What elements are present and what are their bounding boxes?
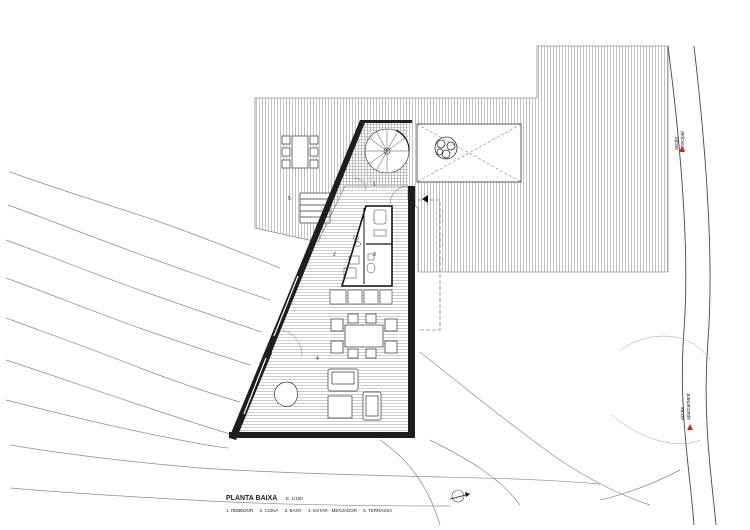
windows [243, 275, 299, 415]
access-parking: accés aparcament [680, 393, 692, 420]
storage-cabinets [329, 289, 393, 305]
access-main: accés principal [674, 131, 686, 150]
access-main-line2: principal [680, 131, 686, 150]
north-arrow-icon [449, 489, 471, 503]
road [611, 45, 717, 526]
room-number-cuina: 2 [333, 252, 336, 258]
access-parking-line1: accés [680, 406, 686, 420]
access-main-line1: accés [674, 136, 680, 150]
terrace-table [281, 135, 319, 169]
courtyard [416, 123, 522, 183]
access-marker-icon [687, 424, 693, 430]
dining-table [330, 313, 398, 359]
access-parking-line2: aparcament [686, 393, 692, 420]
house-floor [232, 122, 408, 436]
room-number-estar-menjador: 4 [316, 356, 319, 362]
room-number-terrassa: 5 [288, 196, 291, 202]
terrain-contours [5, 171, 681, 526]
room-number-bany: 3 [373, 252, 376, 258]
living-furniture [274, 368, 382, 421]
spiral-stair-icon [364, 128, 410, 174]
plan-scale: E. 1/100 [286, 496, 303, 501]
entry-arrow-icon [422, 195, 428, 203]
plan-legend: 1. REBEDOR 2. CUINA 3. BANY 4. ESTAR - M… [226, 508, 392, 513]
plan-title: PLANTA BAIXA [226, 495, 277, 502]
tree-icon [434, 136, 458, 160]
access-marker-icon [679, 146, 685, 152]
room-number-rebedor: 1 [373, 182, 376, 188]
kitchen-bath-core [340, 205, 393, 287]
